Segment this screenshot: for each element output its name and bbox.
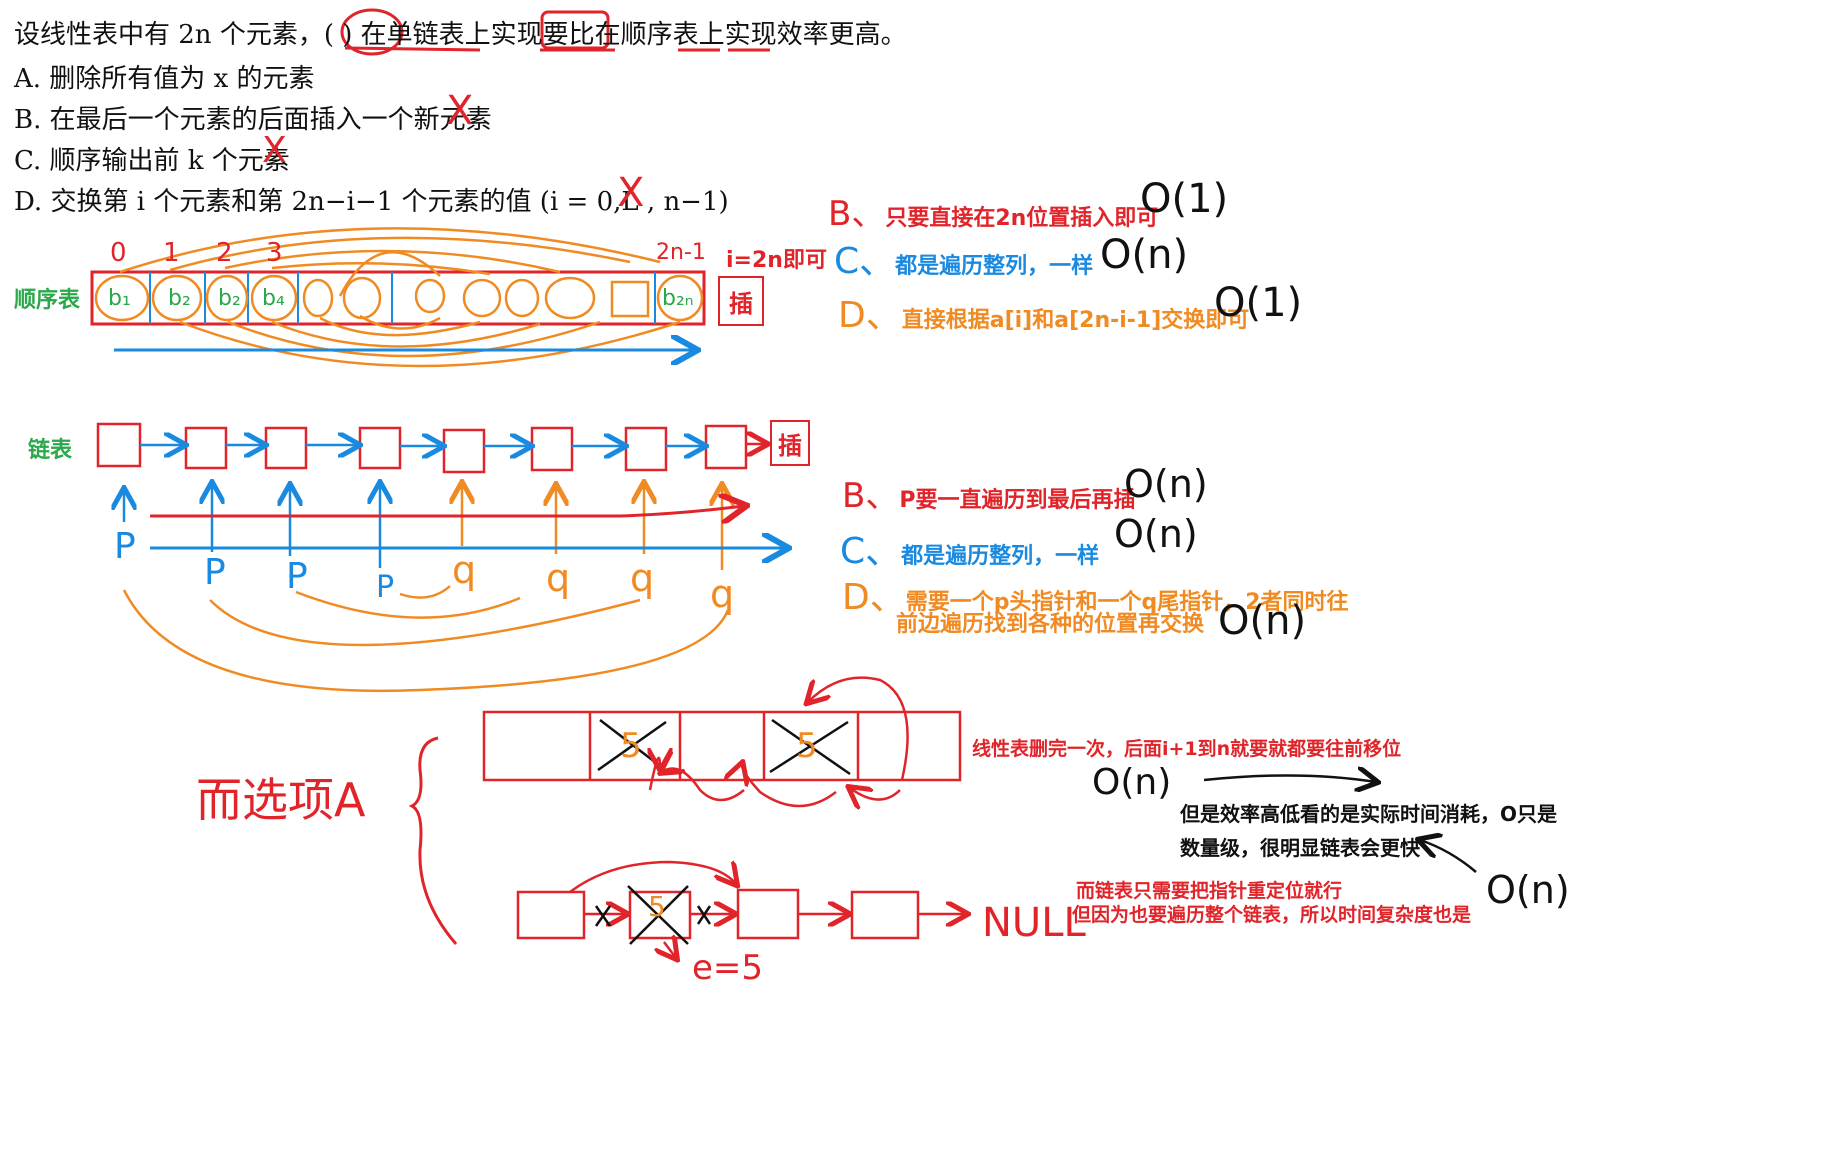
null-label: NULL	[982, 900, 1086, 946]
list-note-c-letter: C、	[840, 531, 902, 572]
index-3: 3	[266, 238, 283, 268]
seq-note-c-letter: C、	[834, 241, 896, 282]
seq-table-frame	[90, 227, 706, 368]
list-note-b-text: P要一直遍历到最后再插	[899, 488, 1136, 513]
seq-note-c-complexity: O(n)	[1100, 232, 1189, 278]
array-note: 线性表删完一次，后面i+1到n就要就都要往前移位	[972, 738, 1402, 760]
cell-b4: b₄	[262, 286, 285, 311]
option-b-cross-mark: X	[446, 88, 474, 134]
option-d-cross-mark: X	[617, 170, 645, 216]
list-note-d-text: 需要一个p头指针和一个q尾指针，2者同时往	[905, 590, 1349, 615]
option-a-array	[482, 676, 962, 806]
list-note-d-letter: D、	[842, 577, 906, 618]
highlight-seq	[540, 10, 610, 50]
linked-list-label: 链表	[28, 438, 73, 463]
linked-list-links	[140, 445, 704, 446]
pointer-p-2: P	[204, 552, 226, 593]
list-deleted-value: 5	[648, 890, 666, 923]
seq-note-b-text: 只要直接在2n位置插入即可	[885, 206, 1159, 231]
option-d: D. 交换第 i 个元素和第 2n−i−1 个元素的值 (i = 0,L , n…	[14, 187, 729, 217]
seq-note-b-complexity: O(1)	[1140, 176, 1229, 222]
list-note-b: B、P要一直遍历到最后再插	[842, 468, 1135, 517]
option-a-brace	[408, 736, 458, 945]
linked-list-nodes	[96, 422, 748, 474]
e-equals-label: e=5	[692, 948, 764, 988]
list-note-c-complexity: O(n)	[1114, 512, 1198, 556]
list-swap-arcs	[122, 585, 730, 693]
option-c-cross-mark: X	[262, 130, 287, 171]
option-c: C. 顺序输出前 k 个元素	[14, 146, 290, 176]
index-1: 1	[163, 238, 180, 268]
option-b: B. 在最后一个元素的后面插入一个新元素	[14, 105, 492, 135]
question-stem: 设线性表中有 2n 个元素，( ) 在单链表上实现要比在顺序表上实现效率更高。	[14, 20, 907, 50]
list-complexity-arrow	[1420, 840, 1477, 873]
pointer-q-1: q	[452, 548, 477, 592]
efficiency-note-2: 数量级，很明显链表会更快	[1180, 836, 1420, 860]
array-deleted-value-1: 5	[620, 726, 642, 766]
seq-note-b: B、只要直接在2n位置插入即可	[828, 186, 1158, 235]
list-note-2: 但因为也要遍历整个链表，所以时间复杂度也是	[1072, 904, 1472, 926]
list-note-c-text: 都是遍历整列，一样	[901, 544, 1100, 569]
pointer-q-4: q	[710, 572, 735, 616]
index-2: 2	[216, 238, 233, 268]
list-note-b-letter: B、	[842, 476, 900, 516]
array-deleted-value-2: 5	[796, 726, 818, 766]
pointer-p-1: P	[114, 526, 136, 567]
list-note-d-complexity: O(n)	[1218, 598, 1307, 644]
pointer-q-2: q	[546, 556, 571, 600]
pointer-q-3: q	[630, 556, 655, 600]
pointer-p-3: P	[286, 556, 308, 597]
option-a-label: 而选项A	[196, 773, 366, 827]
list-note-b-complexity: O(n)	[1124, 462, 1208, 506]
seq-note-d-text: 直接根据a[i]和a[2n-i-1]交换即可	[901, 308, 1250, 333]
seq-note-d-letter: D、	[838, 295, 902, 336]
list-complexity: O(n)	[1486, 868, 1570, 912]
option-a-list-cuts	[594, 885, 712, 945]
seq-table-label: 顺序表	[14, 288, 81, 313]
seq-note-d: D、直接根据a[i]和a[2n-i-1]交换即可	[838, 286, 1249, 338]
insert-note-seq: i=2n即可	[726, 248, 827, 273]
underline-linked-list	[344, 46, 481, 52]
seq-note-c-text: 都是遍历整列，一样	[895, 254, 1094, 279]
index-0: 0	[110, 238, 127, 268]
efficiency-note-1: 但是效率高低看的是实际时间消耗，O只是	[1180, 802, 1558, 826]
seq-note-b-letter: B、	[828, 194, 886, 234]
option-a: A. 删除所有值为 x 的元素	[14, 64, 315, 94]
efficiency-arrow	[1203, 775, 1376, 782]
cell-b2: b₂	[168, 286, 191, 311]
list-note-d: D、需要一个p头指针和一个q尾指针，2者同时往	[842, 568, 1349, 620]
cell-b1: b₁	[108, 286, 131, 311]
pointer-arrows	[124, 484, 722, 570]
list-note-c: C、都是遍历整列，一样	[840, 522, 1099, 574]
seq-note-c: C、都是遍历整列，一样	[834, 232, 1093, 284]
insert-box-list: 插	[770, 420, 810, 466]
list-note-1: 而链表只需要把指针重定位就行	[1076, 880, 1343, 902]
insert-box-seq: 插	[718, 276, 764, 326]
list-red-traverse-arrow	[150, 506, 744, 516]
seq-note-d-complexity: O(1)	[1214, 280, 1303, 326]
highlight-single-link	[340, 8, 404, 56]
index-2n-1: 2n-1	[656, 240, 706, 265]
list-note-d-line2: 前边遍历找到各种的位置再交换	[896, 612, 1205, 637]
question-highlights	[340, 8, 770, 56]
array-complexity: O(n)	[1092, 762, 1172, 803]
cell-b2-second: b₂	[218, 286, 241, 311]
pointer-p-4: P	[376, 570, 395, 605]
option-a-list	[516, 862, 966, 958]
cell-b2n: b₂ₙ	[662, 286, 694, 311]
